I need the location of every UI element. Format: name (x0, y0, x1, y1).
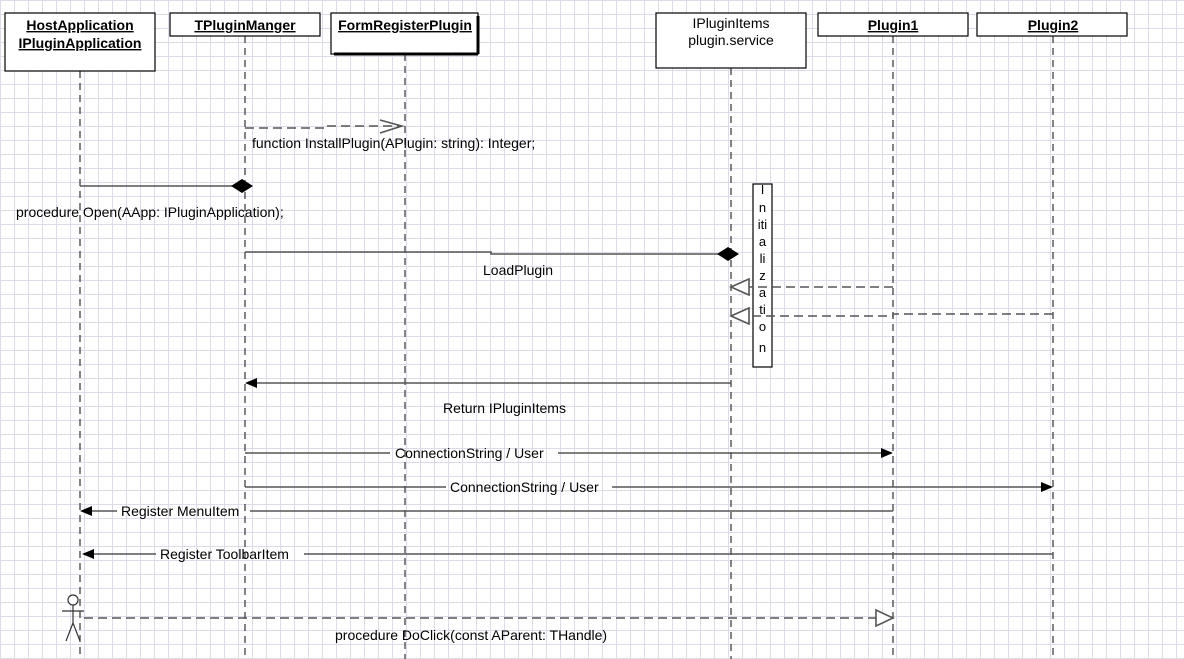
message-load-plugin-label: LoadPlugin (483, 262, 553, 278)
participant-host[interactable]: HostApplication IPluginApplication (4, 12, 156, 72)
participant-plugin1-name: Plugin1 (868, 17, 919, 33)
message-return-plugin-items[interactable]: Return IPluginItems (245, 378, 731, 416)
activation-letter: I (761, 182, 765, 197)
message-install-plugin-label: function InstallPlugin(APlugin: string):… (252, 135, 535, 151)
participant-plugin2-name: Plugin2 (1028, 17, 1079, 33)
activation-letter: ti (759, 302, 766, 317)
participant-items-name: IPluginItems (692, 15, 769, 31)
participant-plugin2[interactable]: Plugin2 (976, 12, 1128, 37)
message-load-plugin[interactable]: LoadPlugin (245, 247, 739, 278)
message-connection-plugin1-label: ConnectionString / User (395, 445, 544, 461)
message-open[interactable]: procedure Open(AApp: IPluginApplication)… (16, 179, 284, 220)
activation-letter: iti (758, 217, 768, 232)
message-register-menu-item-label: Register MenuItem (121, 503, 239, 519)
message-open-label: procedure Open(AApp: IPluginApplication)… (16, 204, 284, 220)
message-install-plugin[interactable]: function InstallPlugin(APlugin: string):… (245, 119, 535, 151)
participant-items-service: plugin.service (688, 32, 774, 48)
message-register-toolbar-item-label: Register ToolbarItem (160, 546, 289, 562)
activation-letter: a (759, 285, 767, 300)
message-return-plugin-items-label: Return IPluginItems (443, 400, 566, 416)
participant-manager[interactable]: TPluginManger (169, 12, 321, 37)
activation-initialization: I n iti a li z a ti o n (752, 182, 773, 368)
activation-letter: z (759, 268, 766, 283)
message-do-click-label: procedure DoClick(const AParent: THandle… (335, 627, 607, 643)
message-register-toolbar-item[interactable]: Register ToolbarItem (82, 546, 1053, 562)
activation-letter: li (760, 251, 766, 266)
participant-items[interactable]: IPluginItems plugin.service (655, 12, 807, 69)
participant-plugin1[interactable]: Plugin1 (817, 12, 969, 37)
participant-host-interface: IPluginApplication (19, 35, 142, 51)
participant-form-name: FormRegisterPlugin (338, 17, 472, 33)
activation-letter: n (759, 340, 766, 355)
message-plugin2-register[interactable] (729, 306, 1053, 326)
participant-host-name: HostApplication (26, 17, 133, 33)
participant-form[interactable]: FormRegisterPlugin (330, 12, 480, 56)
activation-letter: a (759, 234, 767, 249)
actor-user-icon (62, 594, 84, 642)
message-do-click[interactable]: procedure DoClick(const AParent: THandle… (84, 608, 895, 643)
participant-manager-name: TPluginManger (194, 17, 296, 33)
message-connection-plugin1[interactable]: ConnectionString / User (245, 445, 893, 461)
activation-letter: o (759, 319, 766, 334)
message-connection-plugin2-label: ConnectionString / User (450, 479, 599, 495)
activation-letter: n (759, 200, 766, 215)
message-register-menu-item[interactable]: Register MenuItem (80, 503, 893, 519)
message-plugin1-register[interactable] (729, 277, 893, 297)
message-connection-plugin2[interactable]: ConnectionString / User (245, 479, 1053, 495)
